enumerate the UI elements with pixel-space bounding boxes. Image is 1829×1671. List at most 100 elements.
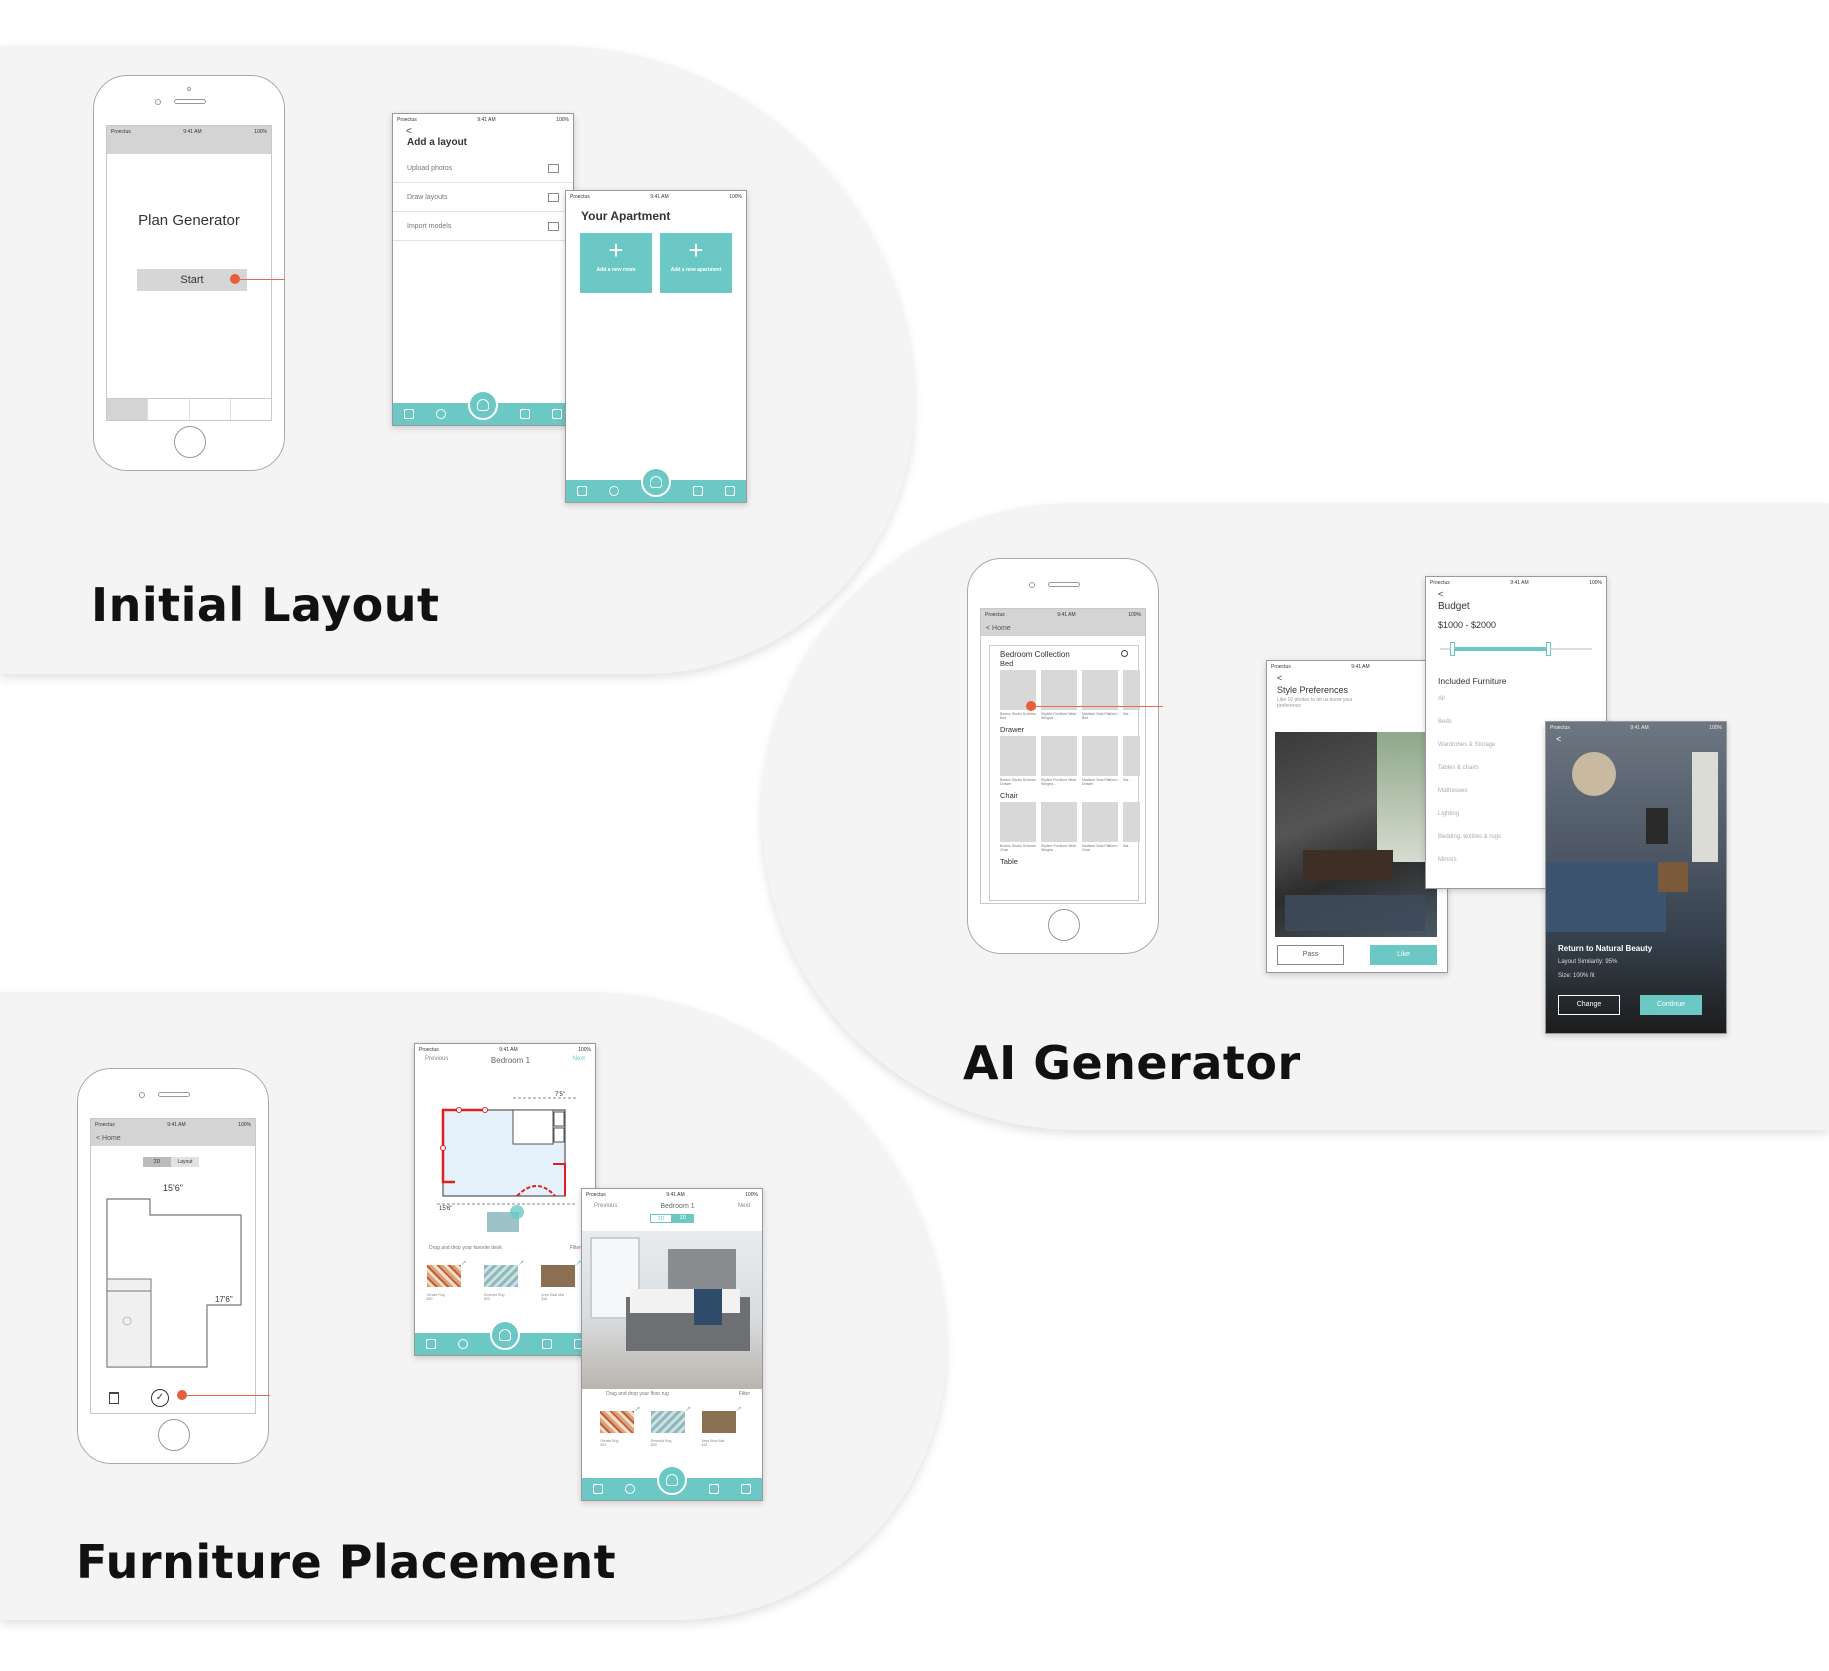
rug-item[interactable]: ↗Area Sisal Mat$18 <box>701 1406 744 1447</box>
add-arrow-icon[interactable]: ↗ <box>685 1406 691 1413</box>
add-room-tile[interactable]: + Add a new room <box>580 233 652 293</box>
rug-item[interactable]: ↗Emerald Rug$30 <box>650 1406 693 1447</box>
product-card[interactable]: Skyline Furniture Wide Wingba... <box>1041 802 1077 853</box>
wall-handle[interactable] <box>482 1107 488 1113</box>
selected-wall[interactable] <box>441 1148 455 1184</box>
add-layout-option[interactable]: Upload photos <box>393 154 573 183</box>
back-button[interactable]: < <box>406 126 412 137</box>
product-card[interactable]: Sta... <box>1123 736 1140 787</box>
product-card[interactable]: Sta... <box>1123 670 1140 721</box>
add-apartment-tile[interactable]: + Add a new apartment <box>660 233 732 293</box>
suggestions-tab-icon[interactable] <box>709 1484 719 1494</box>
segment-2d[interactable]: 2D <box>650 1214 672 1223</box>
previous-link[interactable]: Previous <box>594 1203 618 1209</box>
drop-target-handle[interactable] <box>510 1205 524 1219</box>
design-tab-icon[interactable] <box>436 409 446 419</box>
selected-room-block[interactable] <box>106 1278 152 1368</box>
next-link[interactable]: Next <box>572 1056 585 1062</box>
profile-tab-button[interactable] <box>641 467 671 497</box>
design-tab-icon[interactable] <box>458 1339 468 1349</box>
apartment-tab-icon[interactable] <box>577 486 587 496</box>
rug-thumbnail <box>701 1411 736 1433</box>
apartment-tab-icon[interactable] <box>404 409 414 419</box>
profile-tab-button[interactable] <box>490 1320 520 1350</box>
back-button[interactable]: < <box>1556 734 1562 744</box>
duvet-detail <box>630 1289 740 1313</box>
rug-item[interactable]: ↗Ornate Rug$20 <box>600 1406 642 1447</box>
furniture-option[interactable]: Wardrobes & Storage <box>1438 742 1496 748</box>
status-carrier: Proectus <box>985 612 1005 618</box>
pass-button[interactable]: Pass <box>1277 945 1344 965</box>
slider-min-handle[interactable] <box>1450 642 1455 656</box>
view-segment-control[interactable]: 2D Layout <box>143 1157 199 1167</box>
slider-max-handle[interactable] <box>1546 642 1551 656</box>
furniture-option[interactable]: All <box>1438 696 1445 702</box>
segment-3d[interactable]: 3D <box>672 1214 694 1223</box>
add-arrow-icon[interactable]: ↗ <box>735 1406 742 1413</box>
continue-button[interactable]: Continue <box>1640 995 1702 1015</box>
change-button[interactable]: Change <box>1558 995 1620 1015</box>
suggestions-tab-icon[interactable] <box>520 409 530 419</box>
product-card[interactable]: Boston Studio Schema Chair <box>1000 802 1036 853</box>
add-layout-option[interactable]: Import models <box>393 212 573 241</box>
product-card[interactable]: Madison Sofa Platform Drawer <box>1082 736 1118 787</box>
design-tab-icon[interactable] <box>609 486 619 496</box>
product-card[interactable]: Skyline Furniture Wide Wingba... <box>1041 736 1077 787</box>
suggestions-tab-icon[interactable] <box>693 486 703 496</box>
furniture-option[interactable]: Bedding, textiles & rugs <box>1438 834 1502 840</box>
rug-item[interactable]: ↗Emerald Rug$30 <box>483 1260 526 1301</box>
suggestions-tab-icon[interactable] <box>542 1339 552 1349</box>
product-card[interactable]: Madison Sofa Platform Chair <box>1082 802 1118 853</box>
add-arrow-icon[interactable]: ↗ <box>575 1260 582 1267</box>
furniture-tab-icon[interactable] <box>741 1484 751 1494</box>
segment-2d[interactable]: 2D <box>143 1157 171 1167</box>
apartment-tab-icon[interactable] <box>426 1339 436 1349</box>
trash-icon[interactable] <box>109 1392 119 1404</box>
wall-handle[interactable] <box>440 1145 446 1151</box>
wall-handle[interactable] <box>456 1107 462 1113</box>
apartment-tab-icon[interactable] <box>593 1484 603 1494</box>
furniture-tab-icon[interactable] <box>725 486 735 496</box>
profile-tab-button[interactable] <box>657 1465 687 1495</box>
furniture-option[interactable]: Lighting <box>1438 811 1460 817</box>
confirm-check-icon[interactable]: ✓ <box>151 1389 169 1407</box>
add-layout-option[interactable]: Draw layouts <box>393 183 573 212</box>
rug-thumbnail <box>541 1265 576 1287</box>
next-link[interactable]: Next <box>737 1203 750 1209</box>
status-bar: Proectus 9:41 AM 100% <box>1546 722 1726 734</box>
product-card[interactable]: Boston Studio Schema Drawer <box>1000 736 1036 787</box>
filter-link[interactable]: Filter <box>569 1245 581 1251</box>
view-segment-control[interactable]: 2D 3D <box>582 1214 762 1223</box>
furniture-option[interactable]: Mattresses <box>1438 788 1468 794</box>
product-card[interactable]: Sta... <box>1123 802 1140 853</box>
rug-item[interactable]: ↗Ornate Rug$20 <box>426 1260 469 1301</box>
furniture-option[interactable]: Tables & chairs <box>1438 765 1479 771</box>
furniture-option[interactable]: Mirrors <box>1438 857 1457 863</box>
segment-layout[interactable]: Layout <box>171 1157 199 1167</box>
product-card[interactable]: Skyline Furniture Wide Wingba... <box>1041 670 1077 721</box>
add-arrow-icon[interactable]: ↗ <box>634 1406 641 1413</box>
like-button[interactable]: Like <box>1370 945 1437 965</box>
move-handle-icon[interactable] <box>122 1316 132 1326</box>
furniture-option[interactable]: Beds <box>1438 719 1452 725</box>
back-button[interactable]: < <box>1277 673 1283 683</box>
previous-link[interactable]: Previous <box>425 1056 449 1062</box>
budget-slider[interactable] <box>1440 642 1592 656</box>
home-back-link[interactable]: < Home <box>91 1131 255 1146</box>
profile-tab-button[interactable] <box>468 390 498 420</box>
search-icon[interactable] <box>1121 650 1128 657</box>
furniture-tab-icon[interactable] <box>552 409 562 419</box>
selected-wall[interactable] <box>441 1108 485 1148</box>
product-card[interactable]: Boston Studio Schema Bed <box>1000 670 1036 721</box>
placed-rug-item[interactable] <box>487 1212 519 1232</box>
floorplan-editor[interactable] <box>427 1088 587 1238</box>
home-back-link[interactable]: < Home <box>981 621 1145 636</box>
add-arrow-icon[interactable]: ↗ <box>518 1260 524 1267</box>
rug-item[interactable]: ↗Area Sisal Mat$18 <box>541 1260 583 1301</box>
filter-link[interactable]: Filter <box>738 1391 750 1397</box>
start-button[interactable]: Start <box>137 269 247 291</box>
add-arrow-icon[interactable]: ↗ <box>460 1260 467 1267</box>
back-button[interactable]: < <box>1438 589 1444 599</box>
design-tab-icon[interactable] <box>625 1484 635 1494</box>
product-card[interactable]: Madison Sofa Platform Bed <box>1082 670 1118 721</box>
